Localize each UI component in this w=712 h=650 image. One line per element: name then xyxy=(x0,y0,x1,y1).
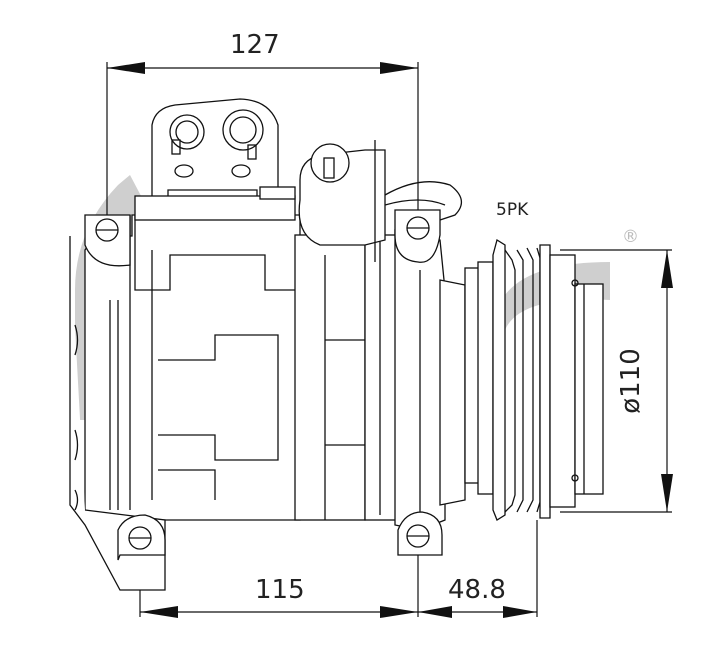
dimension-127 xyxy=(106,62,419,230)
mounting-ear-top-right xyxy=(394,209,441,263)
pulley-type-label: 5PK xyxy=(496,200,529,220)
dimension-label-48-8: 48.8 xyxy=(448,575,506,605)
manifold-block xyxy=(151,98,279,209)
dimension-label-115: 115 xyxy=(255,575,305,605)
mounting-ear-top-left xyxy=(84,214,131,267)
mounting-ear-bottom-right xyxy=(397,511,443,556)
dimension-115 xyxy=(139,540,419,618)
mounting-ear-bottom-left xyxy=(117,514,166,561)
dimension-48-8 xyxy=(418,520,538,618)
dimension-label-diameter-110: ø110 xyxy=(615,348,646,414)
dimension-label-127: 127 xyxy=(230,30,280,60)
dimension-diameter-110 xyxy=(560,249,673,513)
registered-mark: ® xyxy=(622,227,639,247)
pulley-assembly xyxy=(464,238,604,521)
electrical-connector xyxy=(298,140,462,262)
compressor-front-section xyxy=(294,229,466,531)
